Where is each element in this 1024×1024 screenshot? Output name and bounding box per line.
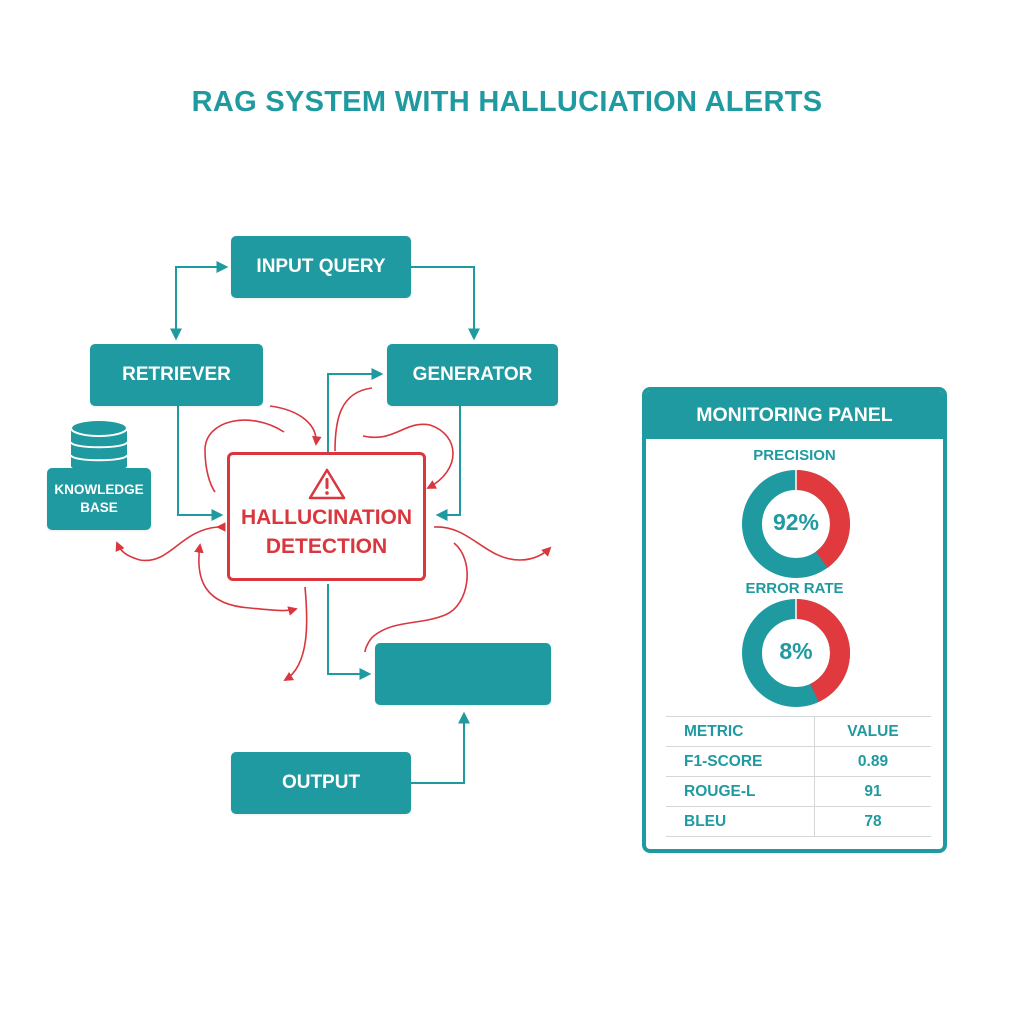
unlabeled-node[interactable] (375, 643, 551, 705)
alert-arrow (269, 405, 322, 446)
error-rate-value: 8% (779, 638, 813, 664)
retriever-node[interactable]: RETRIEVER (90, 344, 263, 406)
metric-name: BLEU (666, 806, 815, 837)
input-query-node[interactable]: INPUT QUERY (231, 236, 411, 298)
edge-input-generator (411, 266, 480, 341)
monitoring-panel: MONITORING PANEL PRECISION 92% ERROR RAT… (642, 387, 947, 853)
edge-input-retriever (170, 261, 229, 341)
column-header-value: VALUE (814, 716, 931, 747)
metric-name: F1-SCORE (666, 746, 815, 777)
metric-value: 0.89 (814, 746, 931, 777)
alert-arrow (115, 526, 219, 562)
alert-arrow (283, 586, 308, 681)
panel-header: MONITORING PANEL (646, 391, 943, 439)
knowledge-base-label-line1: KNOWLEDGE (54, 482, 144, 497)
edge-generator-detection (435, 406, 461, 521)
error-rate-donut-chart (742, 599, 850, 707)
input-query-label: INPUT QUERY (256, 256, 386, 277)
knowledge-base-node[interactable]: KNOWLEDGE BASE (47, 468, 151, 530)
detection-label-line2: DETECTION (265, 535, 388, 558)
retriever-label: RETRIEVER (122, 364, 231, 385)
hallucination-detection-node[interactable]: HALLUCINATION DETECTION (227, 452, 426, 581)
knowledge-base-label-line2: BASE (80, 500, 118, 515)
edge-retriever-detection (177, 406, 224, 521)
database-icon (70, 419, 128, 472)
alert-arrow (433, 526, 552, 561)
precision-value: 92% (772, 509, 820, 535)
warning-triangle-icon (308, 468, 345, 500)
generator-label: GENERATOR (412, 364, 533, 385)
edge-output-blank (411, 711, 470, 784)
column-header-metric: METRIC (666, 716, 815, 747)
metric-name: ROUGE-L (666, 776, 815, 807)
table-row: F1-SCORE 0.89 (666, 746, 931, 777)
alert-arrow (334, 387, 373, 452)
output-label: OUTPUT (281, 772, 361, 793)
edge-detection-generator (327, 368, 384, 452)
metric-value: 91 (814, 776, 931, 807)
table-row: ROUGE-L 91 (666, 776, 931, 807)
precision-gauge-label: PRECISION (753, 447, 836, 464)
table-header-row: METRIC VALUE (666, 716, 931, 747)
output-node[interactable]: OUTPUT (231, 752, 411, 814)
detection-label-line1: HALLUCINATION (240, 506, 413, 529)
metrics-table: METRIC VALUE F1-SCORE 0.89 ROUGE-L 91 BL… (666, 716, 931, 837)
panel-title: MONITORING PANEL (696, 403, 893, 426)
edge-detection-blank (327, 584, 372, 680)
metric-value: 78 (814, 806, 931, 837)
error-rate-gauge-label: ERROR RATE (745, 580, 844, 597)
precision-donut-chart (742, 470, 850, 578)
table-row: BLEU 78 (666, 806, 931, 837)
generator-node[interactable]: GENERATOR (387, 344, 558, 406)
page-title: RAG SYSTEM WITH HALLUCIATION ALERTS (191, 86, 823, 118)
